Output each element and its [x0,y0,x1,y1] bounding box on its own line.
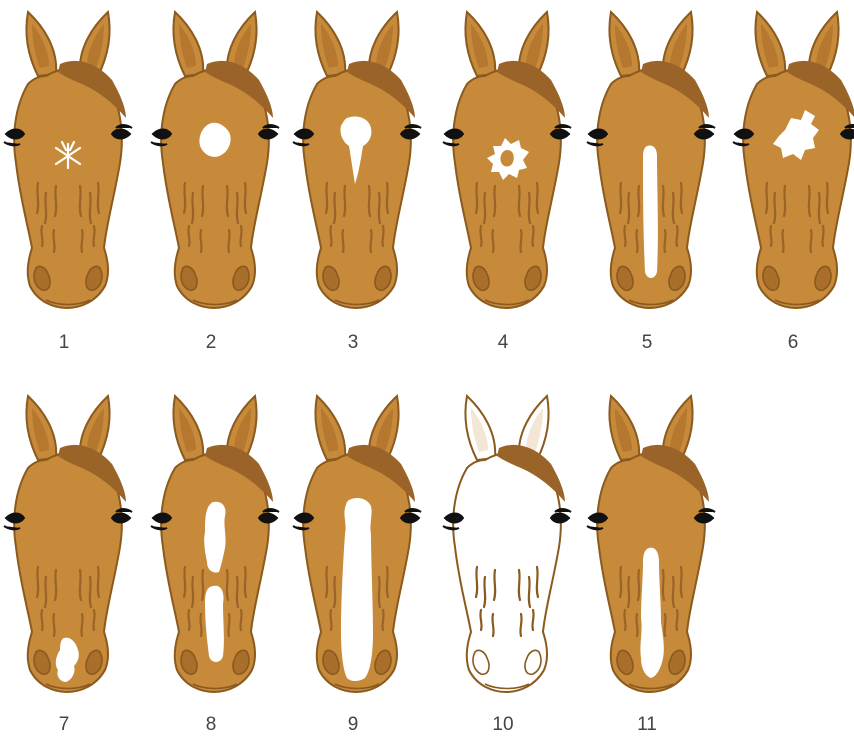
horse-head-4 [443,12,571,308]
horse-head-11 [587,396,715,692]
face [743,68,851,308]
head-number-label: 7 [59,714,70,735]
head-number-label: 4 [498,332,509,353]
horse-head-9 [293,396,421,692]
face [161,68,269,308]
horse-head-2 [151,12,279,308]
horse-head-1 [4,12,132,308]
head-number-label: 3 [348,332,359,353]
face [453,68,561,308]
horse-head-5 [587,12,715,308]
marking-blaze [341,498,373,681]
head-number-label: 6 [788,332,799,353]
horse-head-6 [733,12,854,308]
horse-head-8 [151,396,279,692]
horse-heads [4,12,854,692]
head-number-label: 2 [206,332,217,353]
head-number-label: 11 [637,714,657,735]
head-number-label: 9 [348,714,359,735]
horse-head-7 [4,396,132,692]
marking-stripe [643,145,658,278]
head-number-label: 8 [206,714,217,735]
face [303,68,411,308]
face [14,68,122,308]
head-number-label: 5 [642,332,653,353]
horse-head-10 [443,396,571,692]
horse-head-3 [293,12,421,308]
face [453,452,561,692]
head-number-label: 1 [59,332,70,353]
head-number-label: 10 [492,714,513,735]
